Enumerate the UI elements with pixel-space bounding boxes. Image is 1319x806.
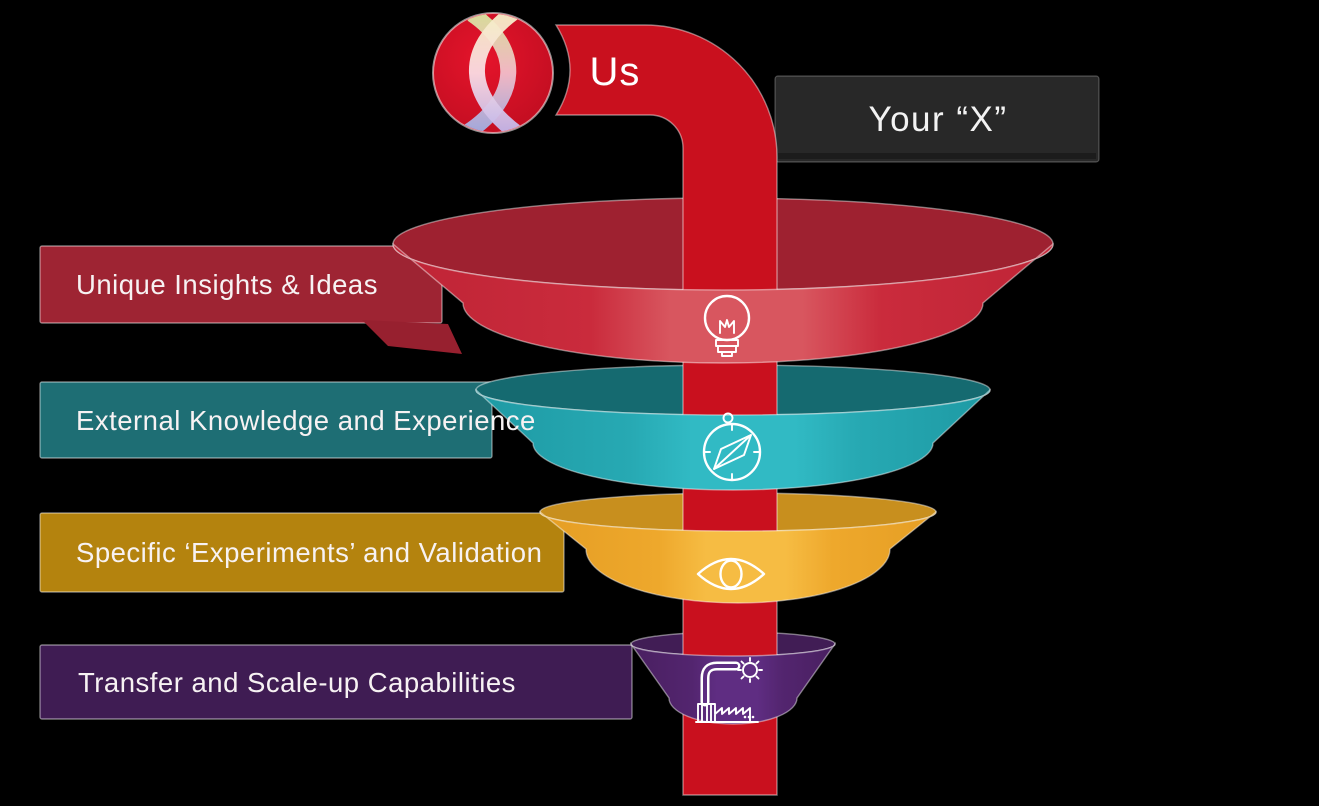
stage-banner-transfer-scaleup [39, 644, 633, 720]
stage-banner-external-knowledge [39, 381, 493, 459]
stage-banner-specific-experiments [39, 512, 565, 593]
stage-label-specific-experiments: Specific ‘Experiments’ and Validation [76, 537, 542, 568]
ring-front-1 [392, 242, 1054, 364]
factory-icon [695, 657, 763, 723]
stage-label-transfer-scaleup: Transfer and Scale-up Capabilities [78, 667, 516, 698]
ring-front-2 [475, 388, 991, 491]
eye-icon [696, 557, 766, 591]
ring-1-banner-fold [362, 320, 462, 354]
us-label: Us [590, 50, 641, 94]
x-ribbon-logo [432, 12, 554, 134]
logo-circle [432, 12, 554, 134]
compass-icon [702, 412, 762, 482]
logo-ribbon [463, 14, 523, 132]
lightbulb-icon [703, 294, 751, 357]
ring-front-4 [630, 641, 836, 725]
funnel-ring-fronts [392, 242, 1054, 725]
your-x-banner-rect [774, 75, 1100, 163]
stage-label-external-knowledge: External Knowledge and Experience [76, 405, 536, 436]
your-x-label: Your “X” [868, 100, 1007, 139]
stage-banners [39, 245, 633, 720]
ring-front-3 [539, 510, 937, 604]
stage-label-unique-insights: Unique Insights & Ideas [76, 269, 378, 300]
your-x-banner [774, 75, 1100, 163]
your-x-banner-shadow [778, 153, 1096, 159]
